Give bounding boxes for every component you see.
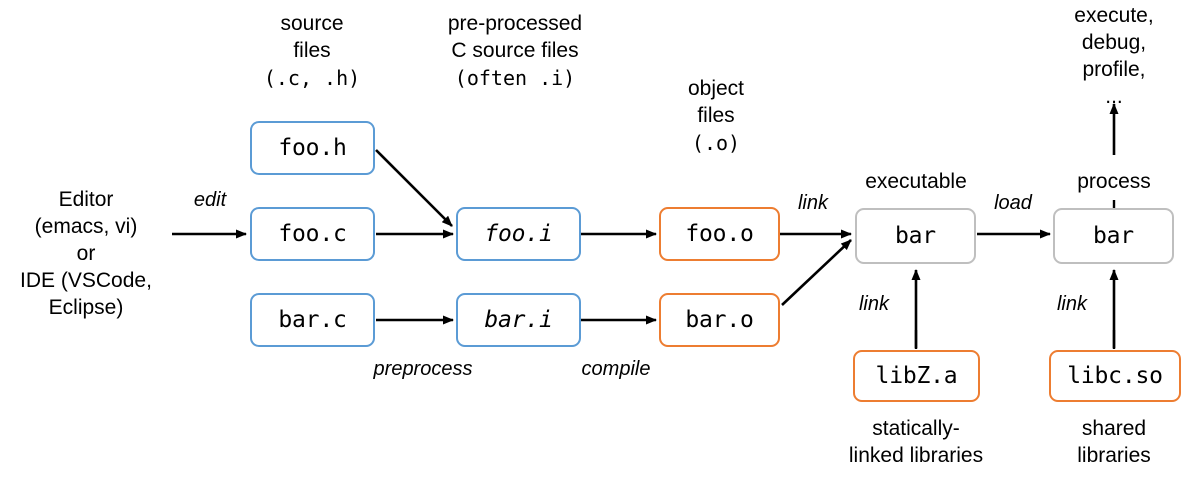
caption-preprocessed-line1: pre-processed: [447, 12, 583, 35]
caption-source-files-line2: files: [293, 39, 331, 62]
caption-shared-libraries: shared libraries: [1077, 417, 1151, 467]
node-bar-process[interactable]: bar: [1053, 208, 1174, 264]
node-foo-h[interactable]: foo.h: [250, 121, 375, 175]
node-bar-executable[interactable]: bar: [855, 208, 976, 264]
node-foo-o[interactable]: foo.o: [659, 207, 780, 261]
caption-source-files-ext: (.c, .h): [263, 66, 361, 90]
edge-label-link-shared: link: [1056, 293, 1087, 315]
caption-runtime-actions: execute, debug, profile, ...: [1074, 4, 1154, 108]
arrow-baro-to-bar: [781, 239, 852, 306]
edge-label-compile: compile: [581, 358, 651, 380]
caption-object-line2: files: [697, 104, 735, 127]
caption-preprocessed-line2: C source files: [451, 39, 579, 62]
caption-object-line1: object: [687, 77, 745, 100]
caption-process: process: [1077, 170, 1151, 193]
node-bar-c[interactable]: bar.c: [250, 293, 375, 347]
node-bar-i[interactable]: bar.i: [456, 293, 581, 347]
node-bar-o[interactable]: bar.o: [659, 293, 780, 347]
arrow-fooh-to-fooi: [375, 149, 453, 227]
caption-editor: Editor (emacs, vi) or IDE (VSCode, Eclip…: [20, 188, 152, 319]
node-libz-a[interactable]: libZ.a: [853, 350, 980, 402]
caption-executable: executable: [865, 170, 967, 193]
node-foo-i[interactable]: foo.i: [456, 207, 581, 261]
caption-source-files-line1: source: [280, 12, 344, 35]
edge-label-link-static: link: [858, 293, 889, 315]
edge-label-edit: edit: [193, 189, 227, 211]
node-foo-c[interactable]: foo.c: [250, 207, 375, 261]
edge-label-preprocess: preprocess: [373, 358, 473, 380]
edge-label-load: load: [994, 192, 1032, 214]
node-libc-so[interactable]: libc.so: [1049, 350, 1181, 402]
caption-object-ext: (.o): [691, 131, 741, 155]
caption-static-libraries: statically- linked libraries: [848, 417, 984, 467]
edge-label-link-objects: link: [797, 192, 828, 214]
caption-preprocessed-ext: (often .i): [454, 66, 576, 90]
